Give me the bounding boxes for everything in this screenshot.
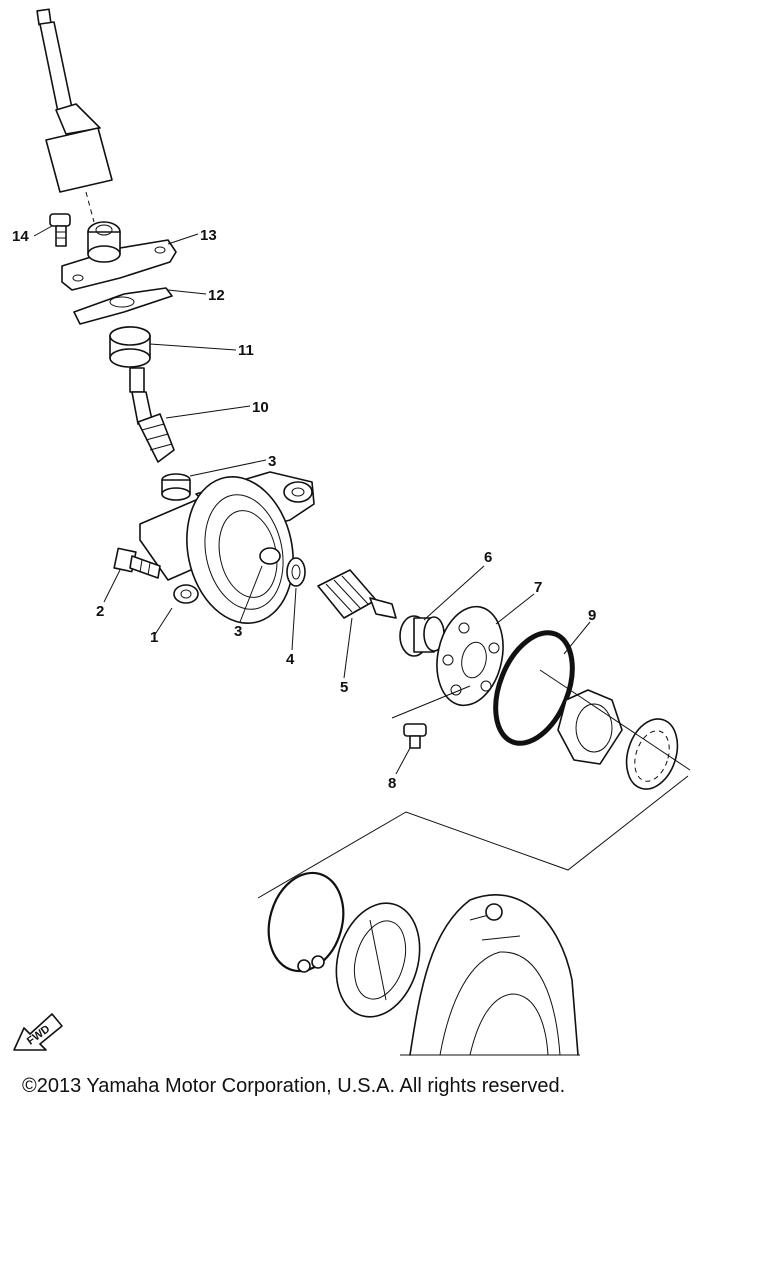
callout-1: 1 xyxy=(150,629,158,646)
speedometer-cable xyxy=(36,8,113,223)
nut-and-washer xyxy=(539,669,691,790)
callout-7: 7 xyxy=(534,579,542,596)
bushing-3-upper xyxy=(161,473,191,501)
leader-lines xyxy=(33,225,591,775)
callout-5: 5 xyxy=(340,679,348,696)
callout-9: 9 xyxy=(588,607,596,624)
driven-gear-10 xyxy=(129,367,175,463)
callout-3-upper: 3 xyxy=(268,453,276,470)
collar-6 xyxy=(399,615,445,657)
exploded-parts-diagram: 1 2 3 3 4 5 6 7 8 9 10 11 12 13 14 FWD xyxy=(12,8,691,1056)
callout-6: 6 xyxy=(484,549,492,566)
drive-gear-5 xyxy=(317,569,397,619)
gasket-12 xyxy=(73,287,173,325)
callout-13: 13 xyxy=(200,227,217,244)
callout-2: 2 xyxy=(96,603,104,620)
drive-plate-7 xyxy=(436,605,504,707)
lower-hub-assembly xyxy=(257,775,689,1056)
callout-10: 10 xyxy=(252,399,269,416)
callout-12: 12 xyxy=(208,287,225,304)
callout-labels: 1 2 3 3 4 5 6 7 8 9 10 11 12 13 14 xyxy=(12,227,596,792)
screw-14 xyxy=(49,213,71,247)
screw-8 xyxy=(391,685,471,749)
callout-14: 14 xyxy=(12,228,29,245)
callout-3-lower: 3 xyxy=(234,623,242,640)
callout-8: 8 xyxy=(388,775,396,792)
fwd-arrow-icon: FWD xyxy=(13,1013,63,1051)
washer-4 xyxy=(286,557,306,587)
bushing-11 xyxy=(109,326,151,368)
copyright-notice: ©2013 Yamaha Motor Corporation, U.S.A. A… xyxy=(22,1075,566,1097)
bolt-2 xyxy=(113,547,161,579)
gear-housing-1 xyxy=(139,471,315,624)
callout-11: 11 xyxy=(238,342,254,359)
callout-4: 4 xyxy=(286,651,295,668)
cable-fitting-flange xyxy=(61,221,177,291)
